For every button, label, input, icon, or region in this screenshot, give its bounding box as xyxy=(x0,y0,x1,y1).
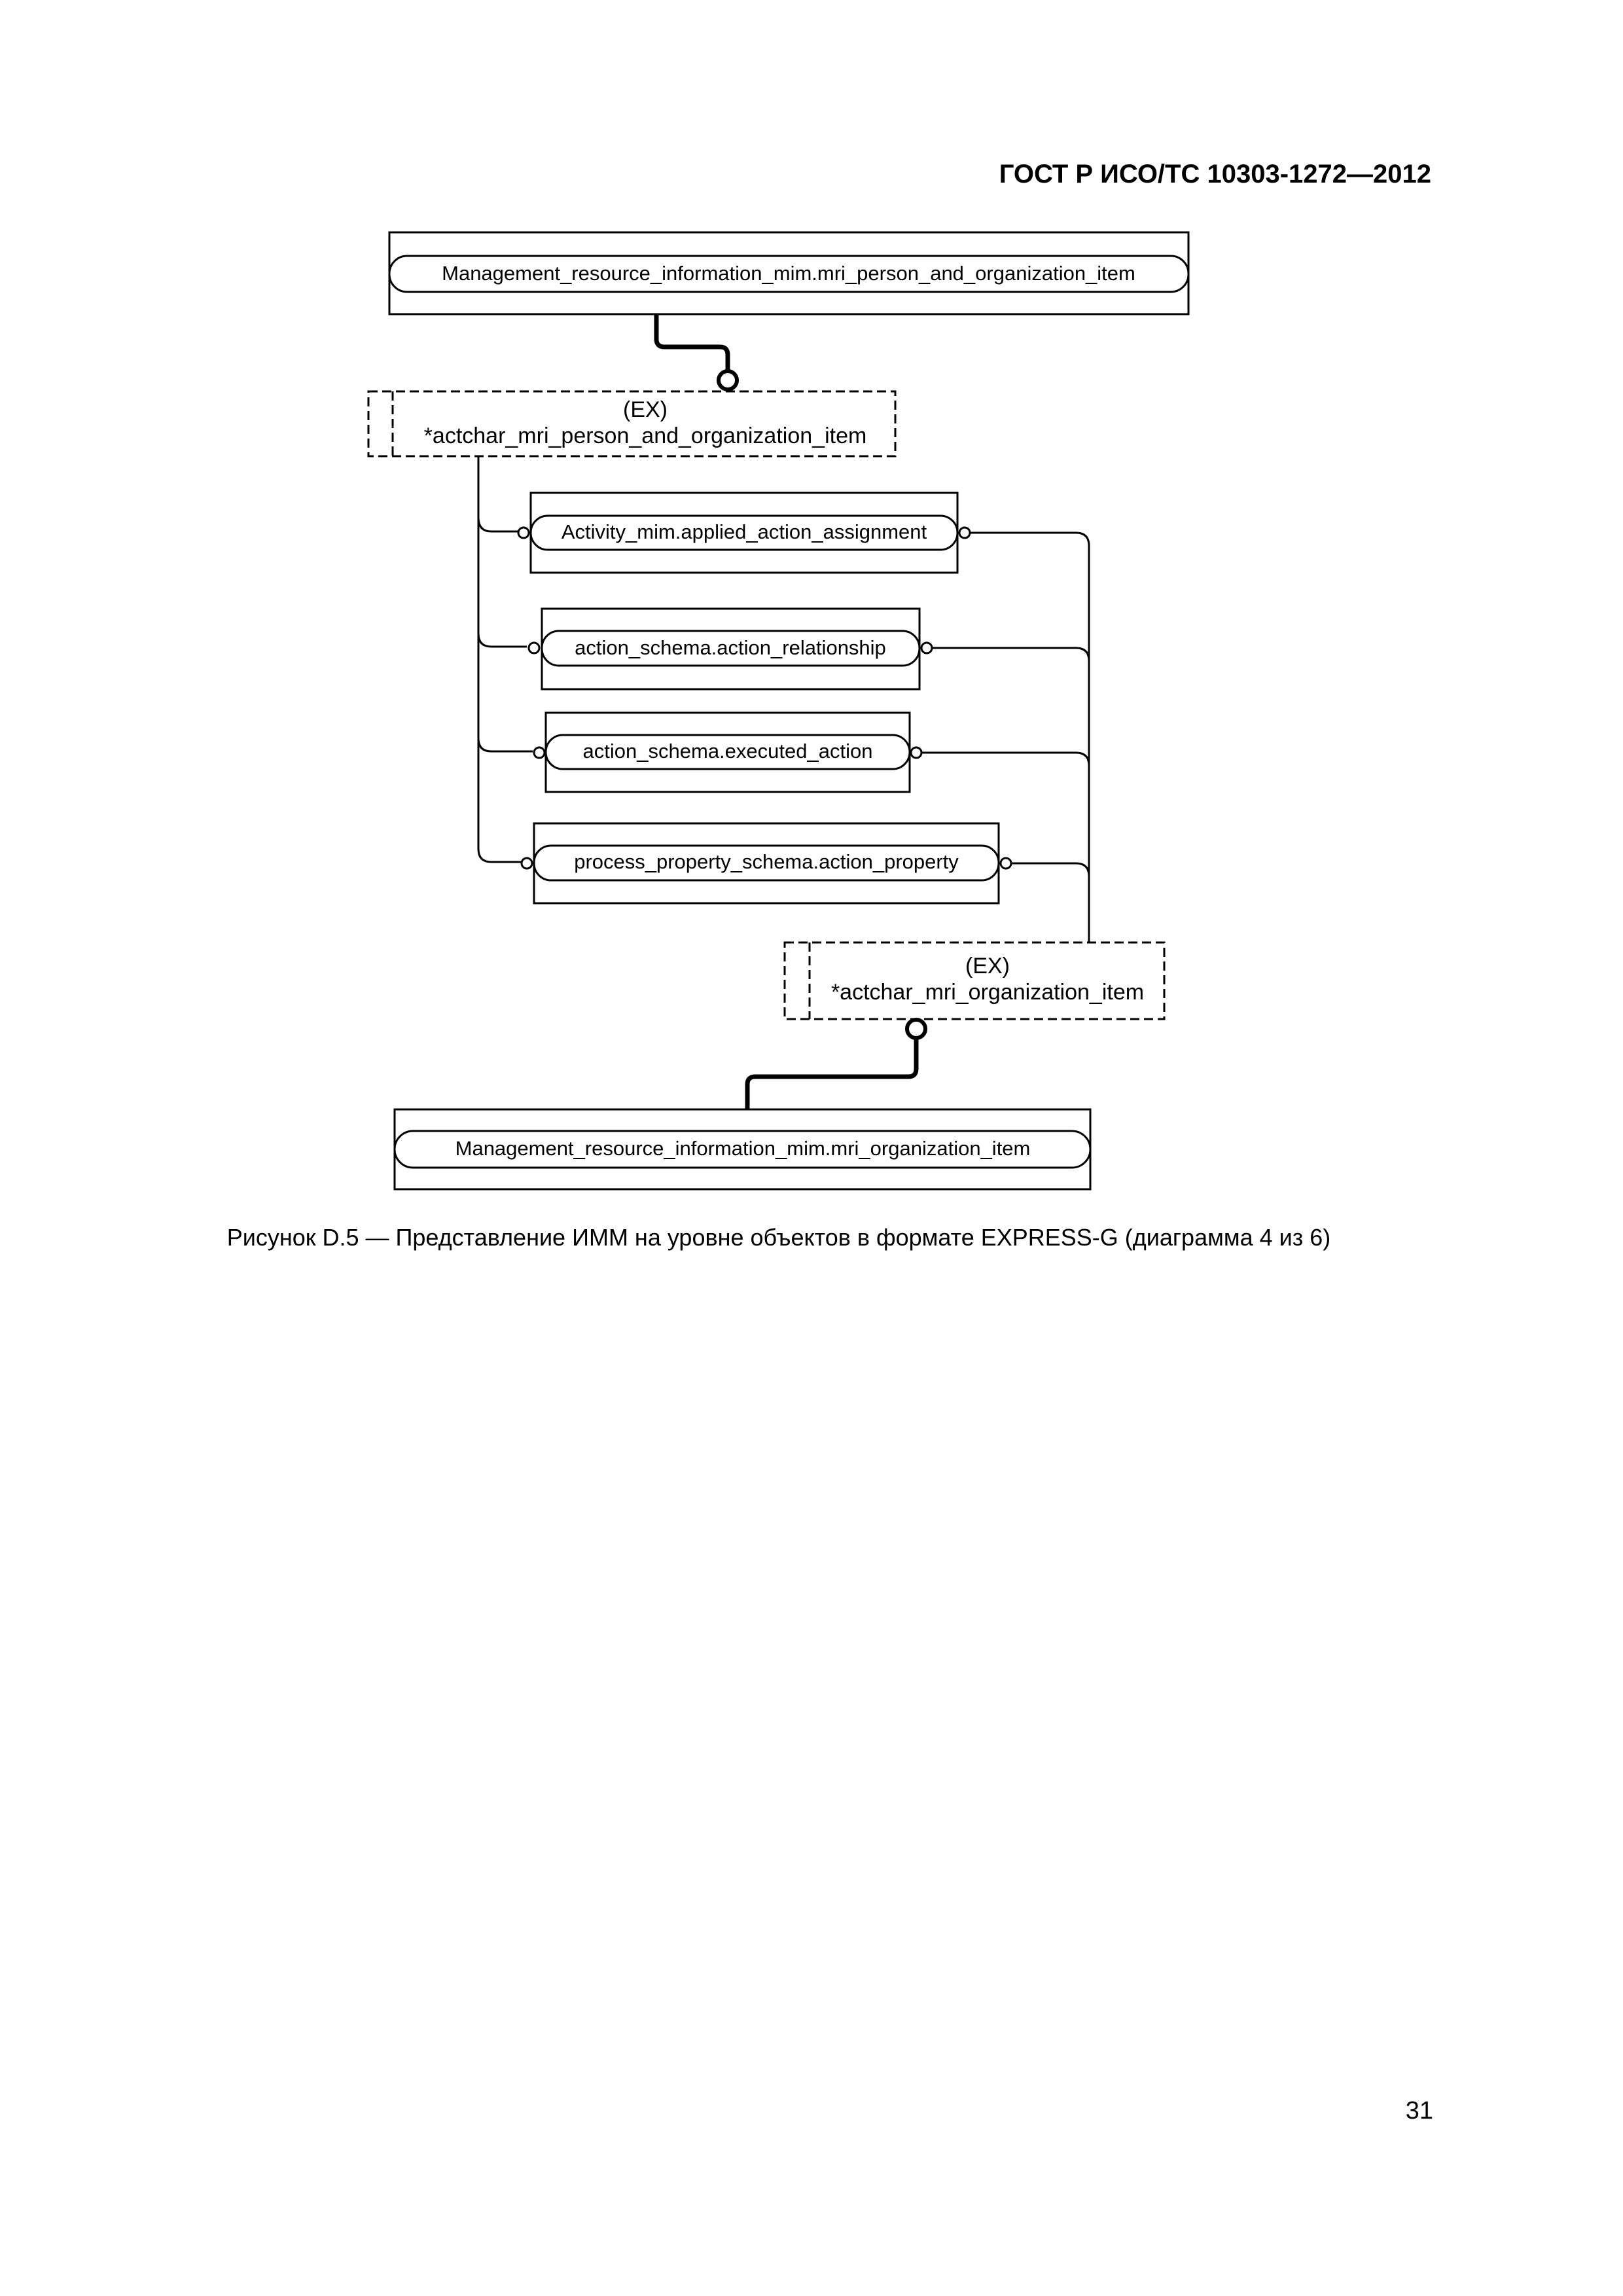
select-type-2-prefix: (EX) xyxy=(965,954,1010,978)
figure-caption: Рисунок D.5 — Представление ИММ на уровн… xyxy=(226,1224,1331,1251)
member-3-right-circle xyxy=(910,746,923,759)
member-entity-4: process_property_schema.action_property xyxy=(533,822,1000,905)
member-entity-2: action_schema.action_relationship xyxy=(541,607,921,691)
member-3-left-circle xyxy=(533,746,546,759)
member-1-right-circle xyxy=(958,526,971,539)
select-2-branch-3 xyxy=(921,751,1090,766)
select-type-1-name: *actchar_mri_person_and_organization_ite… xyxy=(424,423,867,448)
member-4-left-circle xyxy=(520,857,533,870)
top-entity-connector xyxy=(654,314,730,370)
bottom-entity-label: Management_resource_information_mim.mri_… xyxy=(455,1137,1031,1160)
member-entity-3-label: action_schema.executed_action xyxy=(583,740,873,762)
top-entity-label: Management_resource_information_mim.mri_… xyxy=(442,262,1135,285)
top-entity-connector-end-circle xyxy=(717,369,739,391)
bottom-entity-connector xyxy=(745,1038,919,1109)
select-1-trunk xyxy=(477,456,522,863)
select-1-branch-1 xyxy=(477,517,522,533)
select-type-1-prefix: (EX) xyxy=(623,397,668,422)
member-entity-4-label: process_property_schema.action_property xyxy=(574,850,959,873)
member-2-right-circle xyxy=(920,641,933,655)
document-standard-header: ГОСТ Р ИСО/ТС 10303-1272—2012 xyxy=(999,160,1431,188)
member-4-right-circle xyxy=(999,857,1012,870)
bottom-entity-connector-start-circle xyxy=(905,1018,927,1040)
select-2-branch-2 xyxy=(932,647,1090,662)
page-number: 31 xyxy=(1405,2097,1433,2125)
member-2-left-circle xyxy=(527,641,541,655)
select-1-branch-3 xyxy=(477,738,533,753)
bottom-entity-box: Management_resource_information_mim.mri_… xyxy=(393,1108,1092,1191)
select-2-branch-4 xyxy=(1011,862,1090,877)
select-1-branch-2 xyxy=(477,633,527,648)
member-1-left-circle xyxy=(517,526,530,539)
select-type-2-box: (EX) *actchar_mri_organization_item xyxy=(783,941,1166,1020)
member-entity-3: action_schema.executed_action xyxy=(544,711,911,793)
select-type-1-box: (EX) *actchar_mri_person_and_organizatio… xyxy=(367,390,897,457)
member-entity-1: Activity_mim.applied_action_assignment xyxy=(529,492,959,574)
member-entity-2-label: action_schema.action_relationship xyxy=(575,636,886,659)
top-entity-box: Management_resource_information_mim.mri_… xyxy=(388,231,1190,315)
select-2-trunk xyxy=(970,531,1090,942)
member-entity-1-label: Activity_mim.applied_action_assignment xyxy=(562,520,927,543)
select-type-2-name: *actchar_mri_organization_item xyxy=(831,980,1144,1005)
